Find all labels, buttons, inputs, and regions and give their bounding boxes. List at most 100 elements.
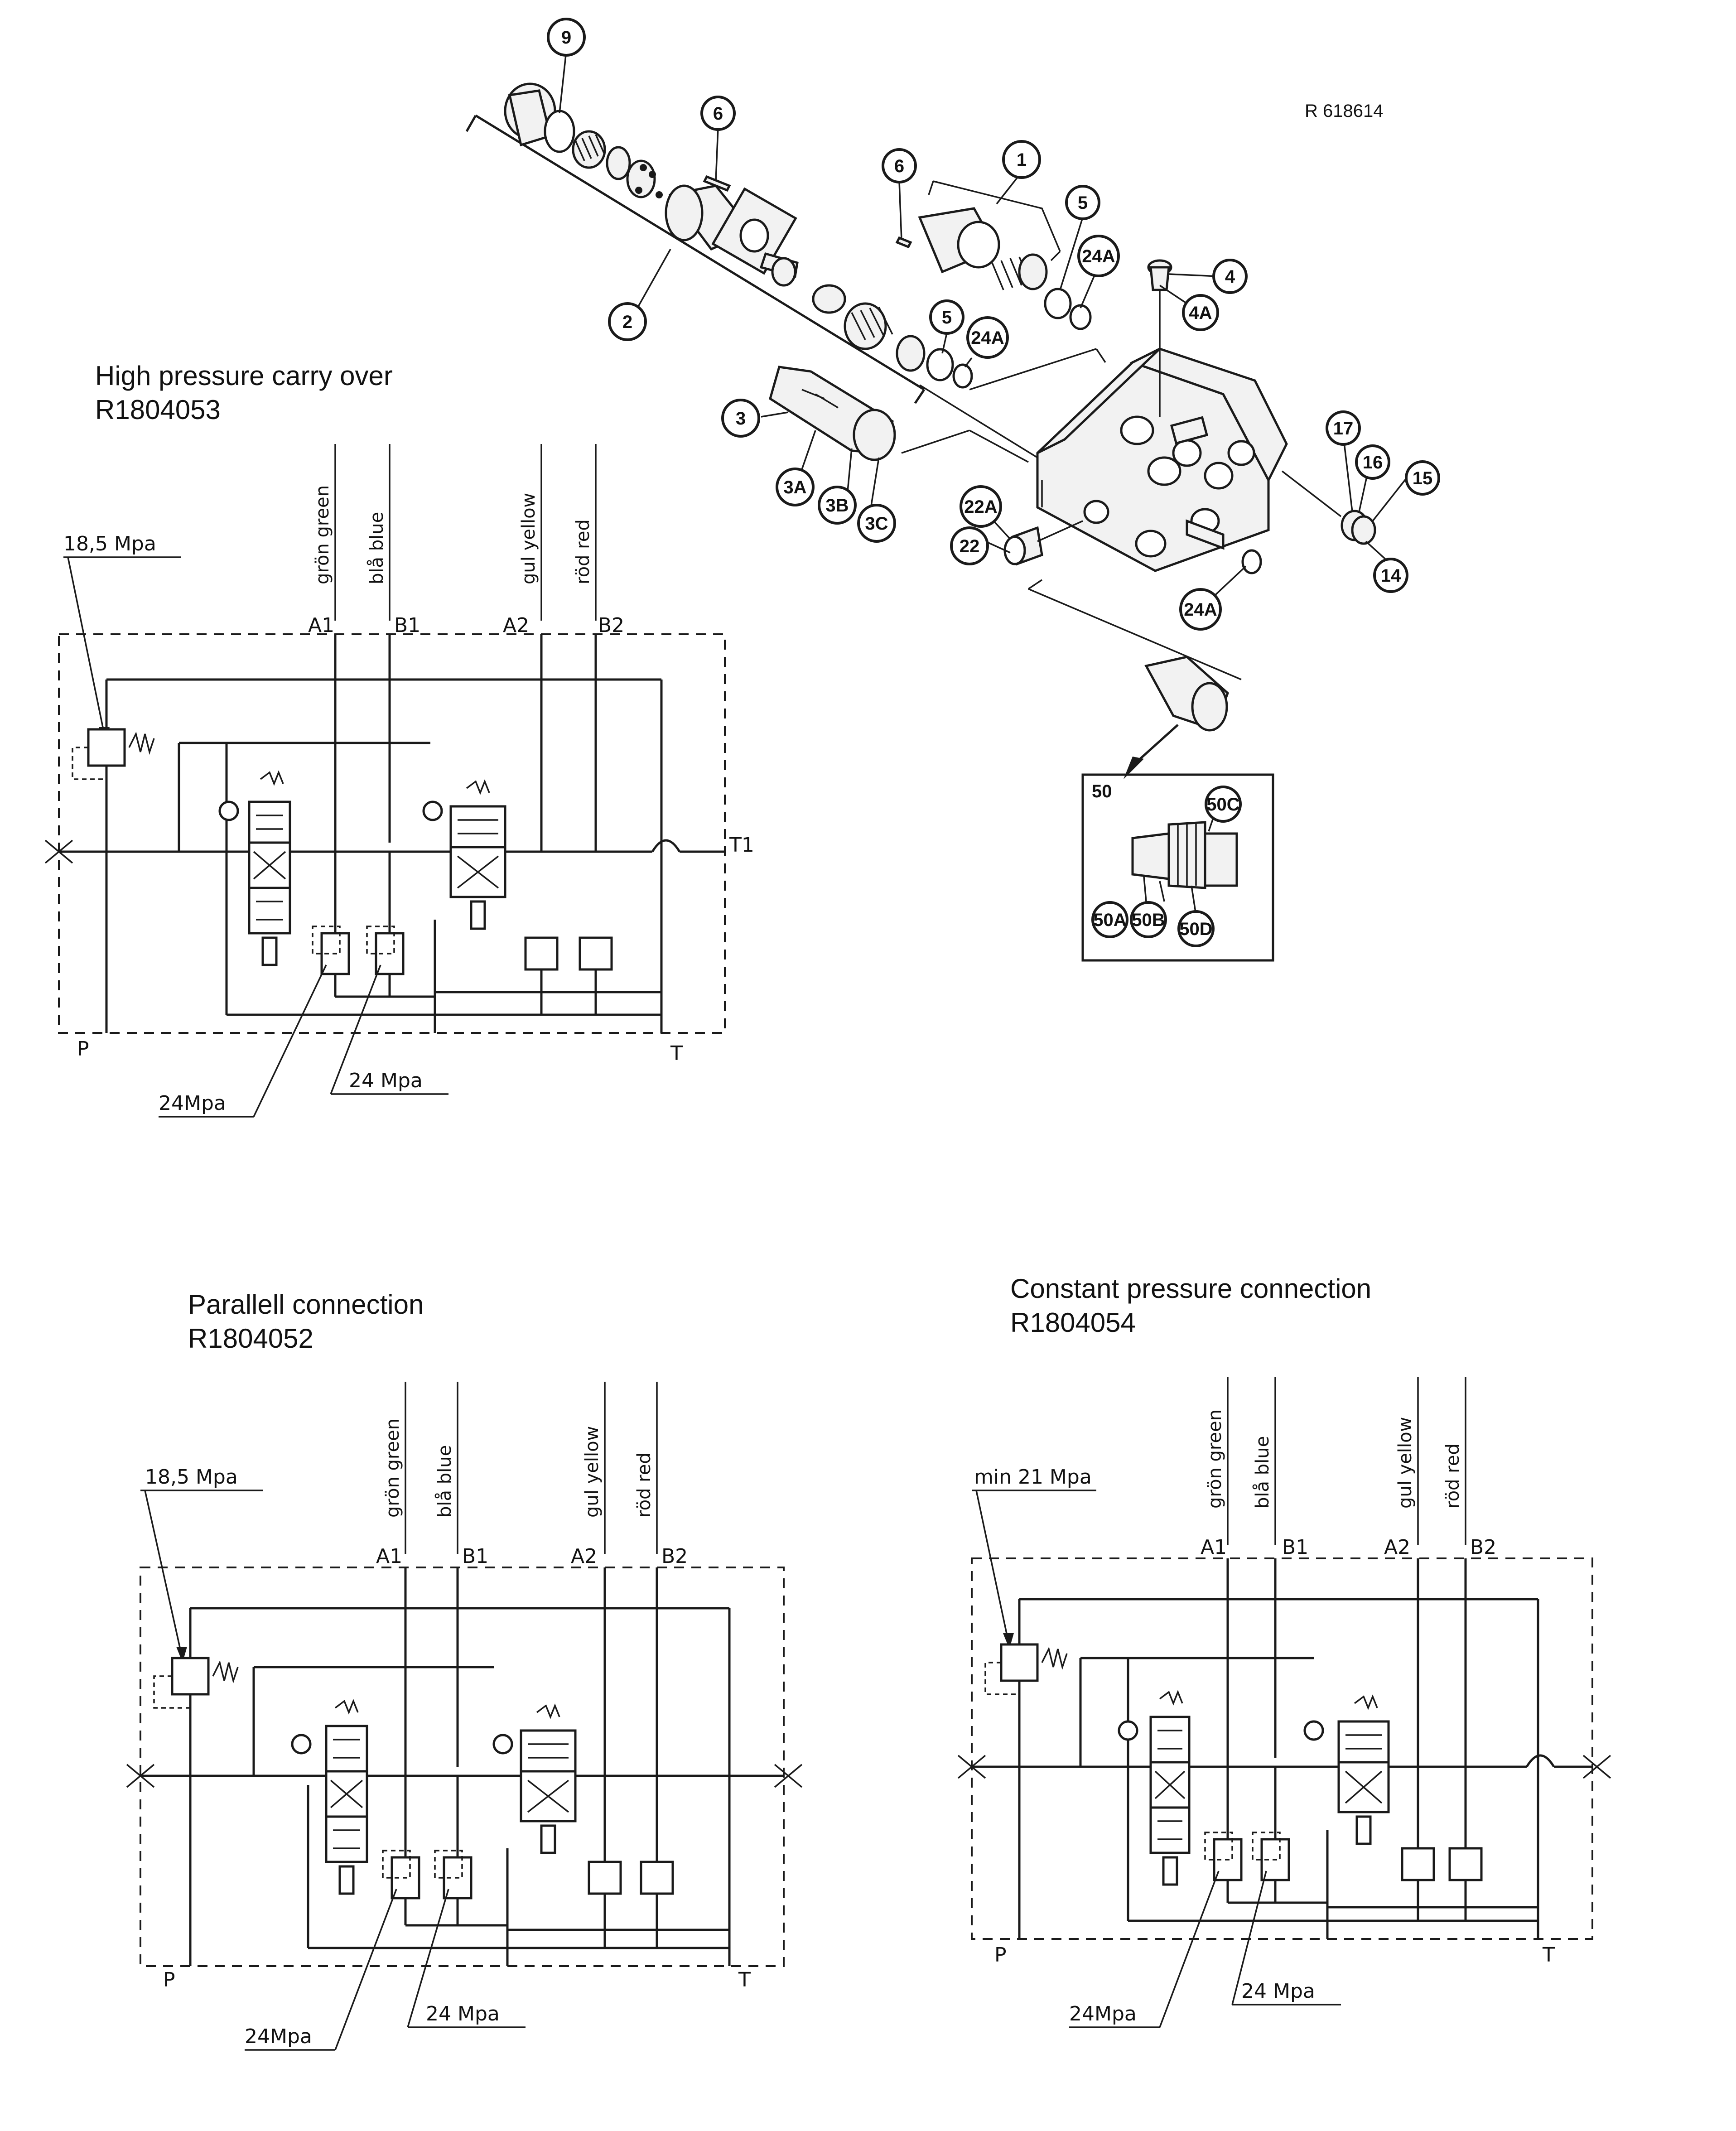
svg-text:22A: 22A <box>964 497 997 517</box>
callout-3a: 3A <box>776 468 815 506</box>
spring-part <box>572 130 656 198</box>
port-b1: B1 <box>1282 1536 1308 1559</box>
schematic-parallel: Parallell connection R1804052 grön green… <box>126 1289 803 2051</box>
plug-part <box>1147 259 1172 417</box>
port-t: T <box>738 1968 751 1991</box>
port-t1: T1 <box>729 834 754 857</box>
callout-3: 3 <box>721 399 760 438</box>
svg-text:24A: 24A <box>1184 600 1217 620</box>
hydraulic-lines <box>59 634 725 1033</box>
svg-text:2: 2 <box>622 312 632 332</box>
callout-6-second: 6 <box>882 148 917 183</box>
coupler-part <box>1124 656 1229 779</box>
svg-text:3: 3 <box>736 409 746 429</box>
svg-text:5: 5 <box>1078 193 1088 213</box>
port-a2: A2 <box>1384 1536 1410 1559</box>
svg-text:14: 14 <box>1381 566 1401 586</box>
directional-valve-1 <box>291 1699 368 1895</box>
port-b2: B2 <box>598 614 624 637</box>
svg-text:50B: 50B <box>1132 910 1165 930</box>
svg-text:5: 5 <box>942 308 952 328</box>
port-a1: A1 <box>308 614 334 637</box>
svg-text:15: 15 <box>1413 468 1433 488</box>
svg-text:röd red: röd red <box>634 1452 655 1518</box>
detail-box: 50 50C 50A 50B 50D <box>1081 773 1274 962</box>
detail-box-label: 50 <box>1092 781 1112 801</box>
port-a2: A2 <box>503 614 529 637</box>
svg-text:gul yellow: gul yellow <box>1395 1417 1416 1509</box>
callout-4a: 4A <box>1182 294 1219 331</box>
washer-part <box>926 348 954 381</box>
plug-b2 <box>1448 1847 1483 1881</box>
directional-valve-2 <box>1303 1694 1390 1845</box>
drawing-ref: R 618614 <box>1305 101 1383 121</box>
svg-text:6: 6 <box>713 104 723 124</box>
end-cap-part <box>504 82 575 153</box>
relief-setting: min 21 Mpa <box>974 1466 1092 1489</box>
svg-text:50D: 50D <box>1179 919 1212 939</box>
callout-1: 1 <box>1002 140 1041 179</box>
cup-spring-part <box>812 284 926 372</box>
svg-text:24A: 24A <box>971 328 1004 348</box>
svg-text:3A: 3A <box>783 477 806 497</box>
svg-text:50C: 50C <box>1206 795 1239 815</box>
port-b2: B2 <box>661 1545 688 1568</box>
wire-labels: grön green blå blue gul yellow röd red <box>312 444 597 621</box>
port-p: P <box>77 1037 89 1061</box>
svg-text:17: 17 <box>1333 419 1354 439</box>
exploded-view: R 618614 <box>465 18 1440 962</box>
callout-5: 5 <box>1065 185 1100 220</box>
svg-text:4: 4 <box>1225 267 1235 287</box>
plug-a2 <box>1401 1847 1435 1881</box>
callout-5-second: 5 <box>929 299 964 335</box>
directional-valve-1 <box>1118 1690 1191 1886</box>
callout-14: 14 <box>1373 558 1408 593</box>
fitting-part <box>1281 470 1376 545</box>
shock-label-1: 24Mpa <box>159 1092 226 1115</box>
callout-22: 22 <box>950 526 989 565</box>
callout-22a: 22A <box>960 485 1002 528</box>
callout-3b: 3B <box>818 486 857 525</box>
svg-text:50A: 50A <box>1093 910 1126 930</box>
schematic-boundary <box>140 1567 785 1967</box>
shock-label-2: 24 Mpa <box>426 2002 500 2025</box>
svg-text:blå blue: blå blue <box>1252 1436 1273 1509</box>
relief-setting: 18,5 Mpa <box>63 532 156 555</box>
wire-labels: grön green blå blue gul yellow röd red <box>1205 1377 1466 1545</box>
schematic-title: Constant pressure connection <box>1010 1273 1371 1304</box>
svg-text:gul yellow: gul yellow <box>518 493 539 584</box>
port-p: P <box>994 1943 1007 1967</box>
port-a2: A2 <box>571 1545 597 1568</box>
schematic-constant-pressure: Constant pressure connection R1804054 gr… <box>957 1273 1611 2028</box>
shock-label-2: 24 Mpa <box>1241 1980 1315 2003</box>
callout-15: 15 <box>1405 460 1440 496</box>
port-t: T <box>670 1042 683 1065</box>
svg-text:1: 1 <box>1017 150 1027 170</box>
callout-24a-second: 24A <box>966 316 1009 359</box>
plug-a2 <box>588 1861 622 1895</box>
stem-part <box>635 164 799 287</box>
schematic-part-number: R1804054 <box>1010 1307 1136 1338</box>
port-a1: A1 <box>376 1545 402 1568</box>
relief-valve <box>87 728 126 767</box>
svg-text:3C: 3C <box>865 514 888 534</box>
port-a1: A1 <box>1201 1536 1227 1559</box>
callout-3c: 3C <box>857 504 896 543</box>
shock-label-1: 24Mpa <box>245 2025 312 2048</box>
port-b1: B1 <box>394 614 420 637</box>
callout-9: 9 <box>547 18 586 57</box>
svg-text:röd red: röd red <box>573 519 593 584</box>
sleeve-part <box>665 184 797 275</box>
directional-valve-1 <box>218 770 291 966</box>
svg-text:4A: 4A <box>1189 303 1212 323</box>
plug-a2 <box>524 936 559 971</box>
directional-valve-2 <box>492 1703 577 1854</box>
svg-text:grön green: grön green <box>1205 1409 1225 1509</box>
svg-text:9: 9 <box>561 28 571 48</box>
callout-50b: 50B <box>1130 901 1167 938</box>
relief-valve-part <box>769 366 896 461</box>
plug-b2 <box>640 1861 674 1895</box>
callout-50d: 50D <box>1177 910 1215 947</box>
schematic-title: High pressure carry over <box>95 361 393 391</box>
